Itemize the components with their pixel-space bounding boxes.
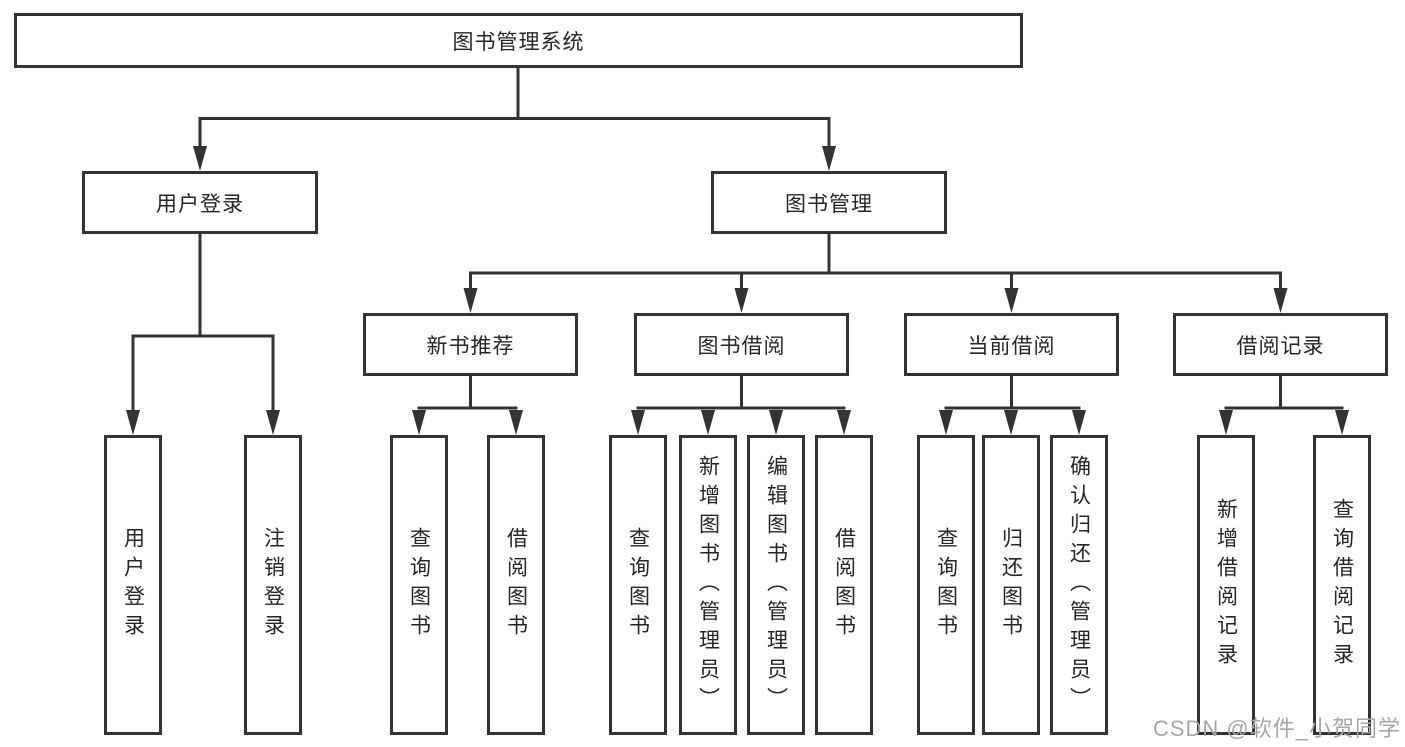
leaf-query-books-recommend: 查询图书	[390, 435, 448, 735]
node-book-borrow: 图书借阅	[634, 313, 849, 376]
leaf-edit-book-admin: 编辑图书（管理员）	[747, 435, 805, 735]
leaf-borrow-books: 借阅图书	[815, 435, 873, 735]
node-user-login: 用户登录	[82, 171, 318, 234]
leaf-query-borrow-record: 查询借阅记录	[1313, 435, 1371, 735]
leaf-borrow-books-recommend: 借阅图书	[487, 435, 545, 735]
node-current-borrow: 当前借阅	[904, 313, 1119, 376]
node-new-book-recommend: 新书推荐	[363, 313, 578, 376]
csdn-watermark: CSDN @软件_小贺同学	[1152, 716, 1401, 741]
leaf-query-books-borrow: 查询图书	[609, 435, 667, 735]
node-book-management: 图书管理	[711, 171, 947, 234]
leaf-user-login: 用户登录	[104, 435, 162, 735]
leaf-query-books-current: 查询图书	[917, 435, 975, 735]
leaf-return-book: 归还图书	[982, 435, 1040, 735]
leaf-confirm-return-admin: 确认归还（管理员）	[1050, 435, 1108, 735]
leaf-add-borrow-record: 新增借阅记录	[1197, 435, 1255, 735]
node-root-system: 图书管理系统	[14, 13, 1023, 68]
leaf-add-book-admin: 新增图书（管理员）	[679, 435, 737, 735]
node-borrow-records: 借阅记录	[1173, 313, 1388, 376]
leaf-logout: 注销登录	[244, 435, 302, 735]
